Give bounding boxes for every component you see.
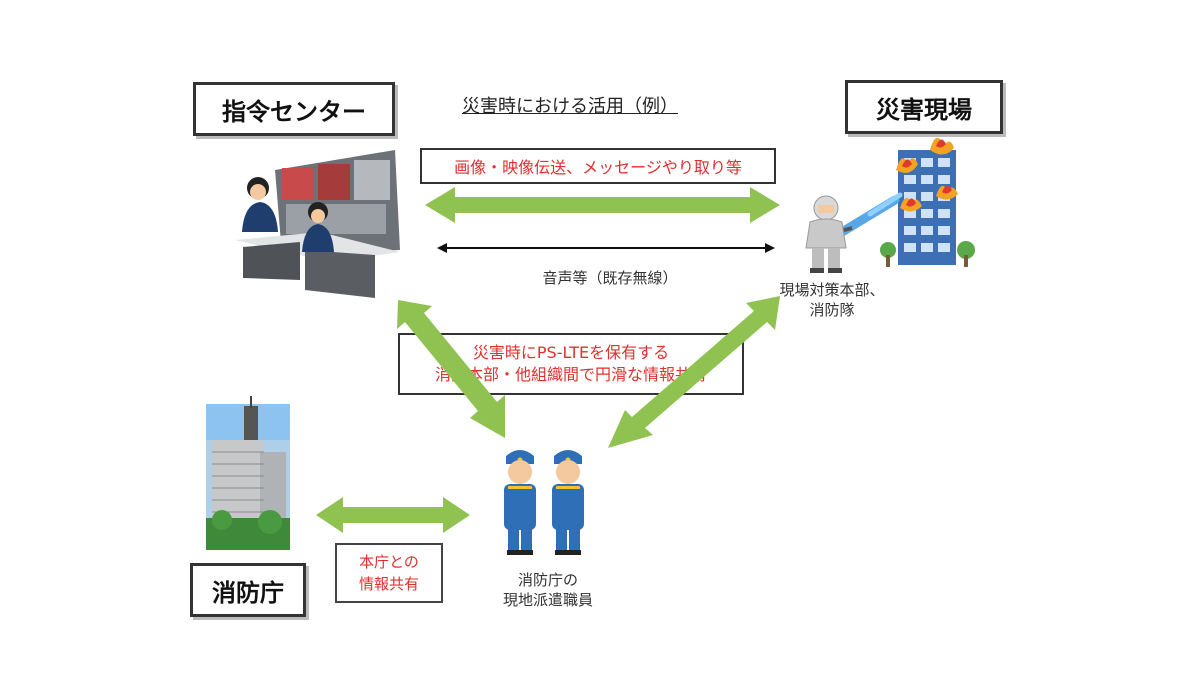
command-center-title: 指令センター	[193, 82, 395, 136]
info-share-line2: 消防本部・他組織間で円滑な情報共有	[434, 365, 707, 384]
green-arrow-right-diagonal	[608, 296, 780, 448]
dispatched-staff-illustration	[504, 450, 584, 555]
government-building-illustration	[206, 396, 290, 550]
staff-person-1	[504, 450, 536, 555]
voice-label: 音声等（既存無線）	[542, 269, 678, 287]
hq-share-box: 本庁との 情報共有	[335, 543, 443, 603]
command-center-illustration	[235, 150, 400, 298]
green-arrow-bottom	[316, 497, 470, 533]
image-transfer-box: 画像・映像伝送、メッセージやり取り等	[420, 148, 776, 184]
site-caption: 現場対策本部、 消防隊	[762, 280, 902, 320]
disaster-site-title: 災害現場	[845, 80, 1003, 134]
green-arrow-left-diagonal	[397, 300, 505, 438]
image-transfer-text: 画像・映像伝送、メッセージやり取り等	[454, 158, 742, 177]
site-caption-line2: 消防隊	[809, 301, 855, 319]
info-share-line1: 災害時にPS-LTEを保有する	[472, 343, 670, 362]
green-arrow-top	[425, 187, 780, 223]
staff-caption-line1: 消防庁の	[517, 571, 578, 589]
site-caption-line1: 現場対策本部、	[779, 281, 885, 299]
staff-caption: 消防庁の 現地派遣職員	[478, 570, 618, 610]
hq-share-line1: 本庁との	[359, 553, 419, 571]
staff-caption-line2: 現地派遣職員	[502, 591, 593, 609]
fdma-title: 消防庁	[190, 563, 306, 617]
firefighter-illustration	[805, 192, 903, 273]
hq-share-line2: 情報共有	[358, 575, 419, 593]
burning-building-illustration	[880, 137, 975, 267]
info-share-box: 災害時にPS-LTEを保有する 消防本部・他組織間で円滑な情報共有	[398, 333, 744, 395]
staff-person-2	[552, 450, 584, 555]
diagram-title: 災害時における活用（例）	[462, 96, 678, 117]
